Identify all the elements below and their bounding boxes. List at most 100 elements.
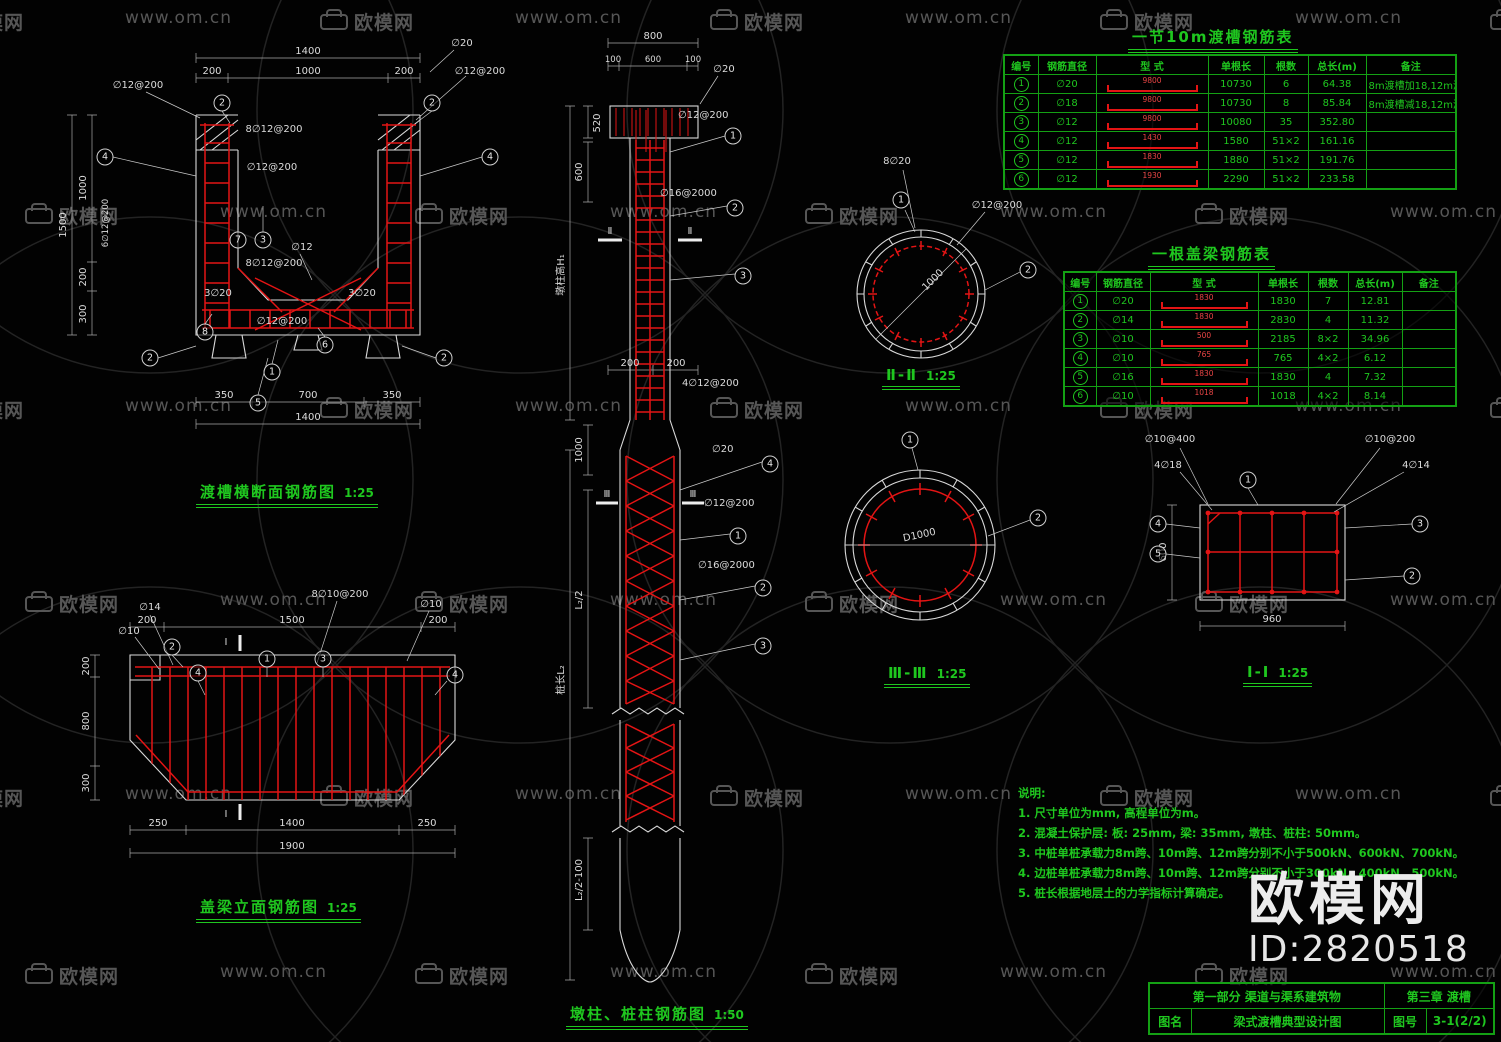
rebar-dot bbox=[1205, 549, 1211, 555]
watermark-circle bbox=[256, 216, 784, 744]
watermark-url: www.om.cn bbox=[515, 396, 623, 416]
svg-text:5: 5 bbox=[255, 398, 261, 409]
watermark-brand-text: 欧模网 bbox=[0, 400, 25, 422]
watermark-brand: 欧模网 bbox=[415, 202, 509, 229]
callout: 2 bbox=[213, 94, 231, 112]
watermark-brand: 欧模网 bbox=[25, 590, 119, 617]
bar-note bbox=[1365, 150, 1457, 170]
shape-dim: 1930 bbox=[1142, 170, 1162, 180]
drawing-scale: 1:25 bbox=[926, 369, 956, 383]
section-dim-lines bbox=[1167, 504, 1346, 631]
bar-length: 1830 bbox=[1257, 291, 1309, 311]
watermark-circle bbox=[996, 216, 1501, 744]
dim-label: 1000 bbox=[78, 175, 89, 200]
rebar-label: ∅10 bbox=[118, 626, 139, 637]
shape-dim: 1830 bbox=[1194, 311, 1214, 321]
bar-total: 34.96 bbox=[1347, 329, 1403, 349]
rebar-label: 4∅18 bbox=[1154, 460, 1182, 471]
row-number: 3 bbox=[1013, 114, 1029, 130]
watermark-brand: 欧模网 bbox=[1100, 8, 1194, 35]
callout: 2 bbox=[726, 199, 744, 217]
bar-length: 1830 bbox=[1257, 367, 1309, 387]
watermark-url: www.om.cn bbox=[905, 8, 1013, 28]
dim-label: 700 bbox=[298, 390, 317, 401]
rebar-label: ∅20 bbox=[451, 38, 472, 49]
col-header: 单根长 bbox=[1257, 271, 1309, 292]
rebar-label: ∅10@400 bbox=[1145, 434, 1196, 445]
svg-text:8: 8 bbox=[202, 327, 208, 338]
bar-total: 6.12 bbox=[1347, 348, 1403, 368]
rebar-dia: ∅12 bbox=[1037, 169, 1097, 190]
rebar-label: 8∅12@200 bbox=[246, 124, 303, 135]
bar-shape-icon: 9800 bbox=[1106, 94, 1198, 111]
svg-text:3: 3 bbox=[740, 271, 746, 282]
site-brand: 欧模网 ID:2820518 bbox=[1248, 872, 1469, 970]
section-2-2-drawing: 8∅20 ∅12@200 1000 1 2 bbox=[856, 156, 1037, 359]
bar-count: 51×2 bbox=[1263, 131, 1309, 151]
channel-leaders bbox=[112, 49, 483, 396]
col-header: 根数 bbox=[1263, 54, 1309, 75]
capbeam-outline bbox=[129, 654, 456, 801]
bar-note: 8m渡槽减18,12m渡槽减20 bbox=[1365, 93, 1457, 113]
watermark-url: www.om.cn bbox=[1390, 962, 1498, 982]
watermark-brand: 欧模网 bbox=[320, 8, 414, 35]
callout: 8 bbox=[196, 323, 214, 341]
dim-label: D1000 bbox=[902, 527, 937, 545]
svg-text:4: 4 bbox=[452, 670, 458, 681]
rebar-dot bbox=[1269, 589, 1275, 595]
dim-label: 1000 bbox=[920, 267, 946, 293]
callout: 3 bbox=[734, 267, 752, 285]
svg-text:1: 1 bbox=[730, 131, 736, 142]
rebar-dot bbox=[1269, 510, 1275, 516]
bar-total: 161.16 bbox=[1307, 131, 1367, 151]
callout: 1 bbox=[729, 527, 747, 545]
title-block: 第一部分 渠道与渠系建筑物 第三章 渡槽 图名 梁式渡槽典型设计图 图号 3-1… bbox=[1148, 982, 1495, 1035]
rebar-label: ∅20 bbox=[713, 64, 734, 75]
watermark-brand: 欧模网 bbox=[415, 962, 509, 989]
rebar-dia: ∅18 bbox=[1037, 93, 1097, 113]
watermark-brand-text: 欧模网 bbox=[449, 966, 510, 988]
drawing-title-text: 渡槽横断面钢筋图 bbox=[200, 483, 337, 501]
bar-total: 7.32 bbox=[1347, 367, 1403, 387]
callout: 1 bbox=[892, 191, 910, 209]
watermark-brand: 欧模网 bbox=[320, 396, 414, 423]
bar-note: 8m渡槽加18,12m渡槽加22 bbox=[1365, 74, 1457, 94]
row-number: 2 bbox=[1072, 312, 1088, 328]
row-number: 4 bbox=[1072, 350, 1088, 366]
dim-label: 200 bbox=[202, 66, 221, 77]
shape-dim: 500 bbox=[1196, 330, 1212, 340]
sofa-icon bbox=[1490, 785, 1501, 806]
bar-shape-icon: 1830 bbox=[1160, 293, 1248, 309]
callout: 2 bbox=[141, 349, 159, 367]
dim-label: 350 bbox=[382, 390, 401, 401]
watermark-brand-text: 欧模网 bbox=[839, 206, 900, 228]
bar-length: 765 bbox=[1257, 348, 1309, 368]
col-header: 型 式 bbox=[1095, 54, 1209, 75]
callout: 7 bbox=[229, 231, 247, 249]
title-block-row: 第一部分 渠道与渠系建筑物 第三章 渡槽 bbox=[1148, 982, 1495, 1009]
watermark-brand-text: 欧模网 bbox=[744, 12, 805, 34]
shape-dim: 9800 bbox=[1142, 94, 1162, 104]
bar-length: 1880 bbox=[1207, 150, 1265, 170]
watermark-url: www.om.cn bbox=[515, 784, 623, 804]
watermark-url: www.om.cn bbox=[1000, 590, 1108, 610]
table-header-row: 编号 钢筋直径 型 式 单根长 根数 总长(m) 备注 bbox=[1003, 54, 1457, 75]
watermark-circle bbox=[996, 586, 1501, 1042]
callout: 4 bbox=[1149, 515, 1167, 533]
rebar-label: ∅10@200 bbox=[1365, 434, 1416, 445]
svg-text:5: 5 bbox=[1155, 549, 1161, 560]
shape-dim: 1830 bbox=[1142, 151, 1162, 161]
dim-label: 600 bbox=[645, 55, 661, 65]
column-shaft-rebar bbox=[635, 140, 665, 420]
notes-title: 说明: bbox=[1018, 786, 1046, 800]
svg-text:3: 3 bbox=[1417, 519, 1423, 530]
watermark-brand-text: 欧模网 bbox=[839, 966, 900, 988]
drawing-title-text: Ⅱ-Ⅱ bbox=[886, 366, 918, 384]
callout: 3 bbox=[754, 637, 772, 655]
sofa-icon bbox=[805, 203, 833, 224]
bar-count: 4 bbox=[1307, 310, 1349, 330]
